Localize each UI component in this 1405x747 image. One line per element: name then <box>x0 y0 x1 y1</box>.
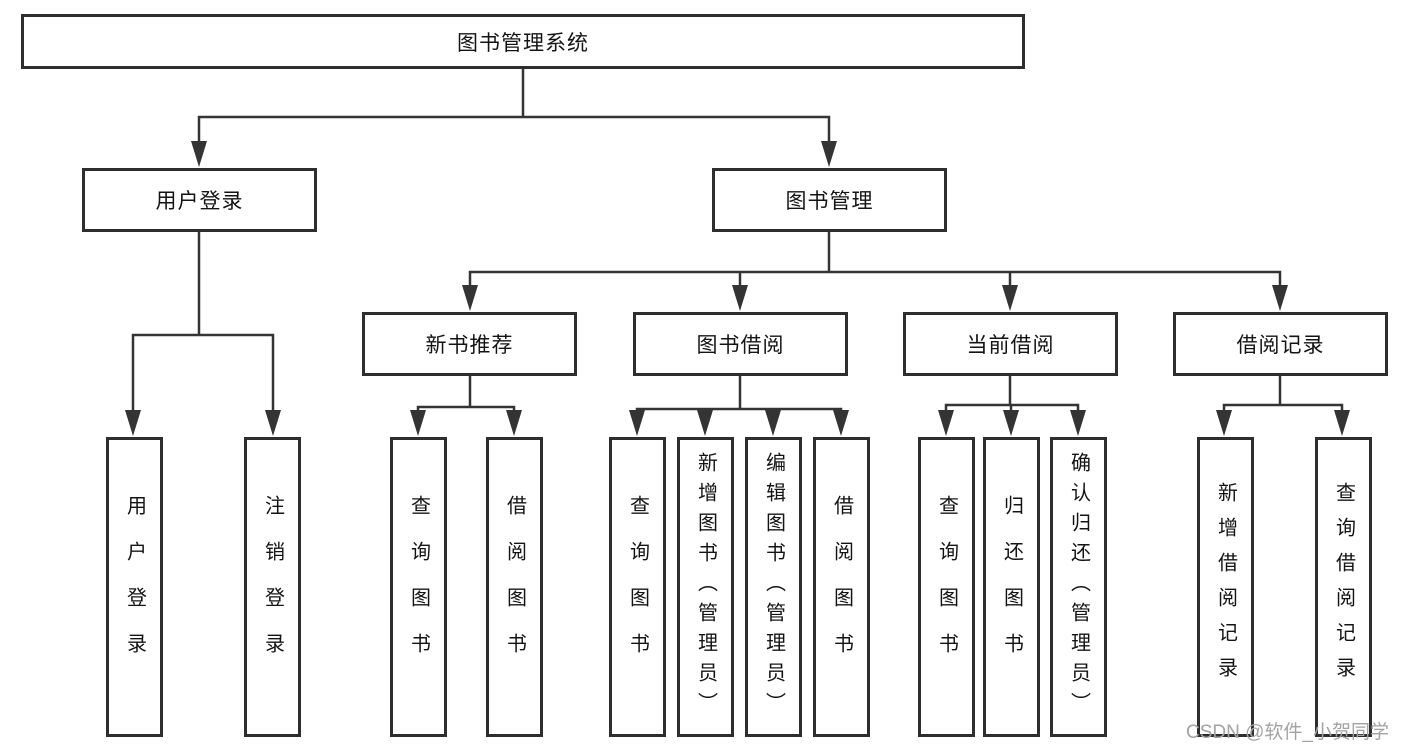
node-user-login: 用户登录 <box>82 168 317 232</box>
node-label: 借阅图书 <box>503 495 526 679</box>
node-label: 当前借阅 <box>966 334 1055 357</box>
node-label: 注销登录 <box>261 495 284 679</box>
node-label: 图书管理 <box>785 190 874 213</box>
node-bb-edit-books-admin: 编辑图书（管理员） <box>745 437 802 737</box>
arrow-down-icon <box>821 141 837 167</box>
watermark: CSDN @软件_小贺同学 <box>1186 722 1389 743</box>
node-nbr-borrow-books: 借阅图书 <box>486 437 543 737</box>
node-bb-query-books: 查询图书 <box>609 437 666 737</box>
arrow-down-icon <box>1272 285 1288 311</box>
node-cb-query-books: 查询图书 <box>918 437 975 737</box>
node-user-login-action: 用户登录 <box>106 437 163 737</box>
node-label: 借阅记录 <box>1236 334 1325 357</box>
arrow-down-icon <box>697 410 713 436</box>
node-book-management: 图书管理 <box>712 168 947 232</box>
arrow-down-icon <box>1003 410 1019 436</box>
arrow-down-icon <box>125 410 141 436</box>
node-label: 新增借阅记录 <box>1214 482 1237 692</box>
node-label: 新增图书（管理员） <box>694 452 717 722</box>
node-library-management-system: 图书管理系统 <box>21 14 1025 69</box>
node-label: 查询图书 <box>935 495 958 679</box>
node-bb-borrow-books: 借阅图书 <box>813 437 870 737</box>
node-logout-action: 注销登录 <box>244 437 301 737</box>
node-label: 确认归还（管理员） <box>1067 452 1090 722</box>
node-label: 图书管理系统 <box>457 31 589 55</box>
node-cb-confirm-return-admin: 确认归还（管理员） <box>1050 437 1107 737</box>
node-label: 新书推荐 <box>425 334 514 357</box>
node-current-borrowing: 当前借阅 <box>903 312 1118 376</box>
arrow-down-icon <box>410 410 426 436</box>
node-label: 查询图书 <box>626 495 649 679</box>
node-br-query-record: 查询借阅记录 <box>1315 437 1372 737</box>
arrow-down-icon <box>506 410 522 436</box>
arrow-down-icon <box>1216 410 1232 436</box>
node-cb-return-books: 归还图书 <box>983 437 1040 737</box>
node-label: 编辑图书（管理员） <box>762 452 785 722</box>
arrow-down-icon <box>1002 285 1018 311</box>
node-label: 用户登录 <box>155 190 244 213</box>
arrow-down-icon <box>1334 410 1350 436</box>
arrow-down-icon <box>765 410 781 436</box>
arrow-down-icon <box>732 285 748 311</box>
arrow-down-icon <box>938 410 954 436</box>
node-bb-add-books-admin: 新增图书（管理员） <box>677 437 734 737</box>
arrow-down-icon <box>629 410 645 436</box>
node-nbr-query-books: 查询图书 <box>390 437 447 737</box>
arrow-down-icon <box>191 141 207 167</box>
arrow-down-icon <box>265 410 281 436</box>
node-br-add-record: 新增借阅记录 <box>1197 437 1254 737</box>
node-label: 借阅图书 <box>830 495 853 679</box>
arrowheads <box>125 141 1350 436</box>
node-label: 归还图书 <box>1000 495 1023 679</box>
node-label: 查询图书 <box>407 495 430 679</box>
arrow-down-icon <box>1070 410 1086 436</box>
node-label: 图书借阅 <box>696 334 785 357</box>
arrow-down-icon <box>462 285 478 311</box>
node-new-book-recommendation: 新书推荐 <box>362 312 577 376</box>
node-label: 用户登录 <box>123 495 146 679</box>
node-book-borrowing: 图书借阅 <box>633 312 848 376</box>
arrow-down-icon <box>833 410 849 436</box>
node-label: 查询借阅记录 <box>1332 482 1355 692</box>
node-borrowing-records: 借阅记录 <box>1173 312 1388 376</box>
